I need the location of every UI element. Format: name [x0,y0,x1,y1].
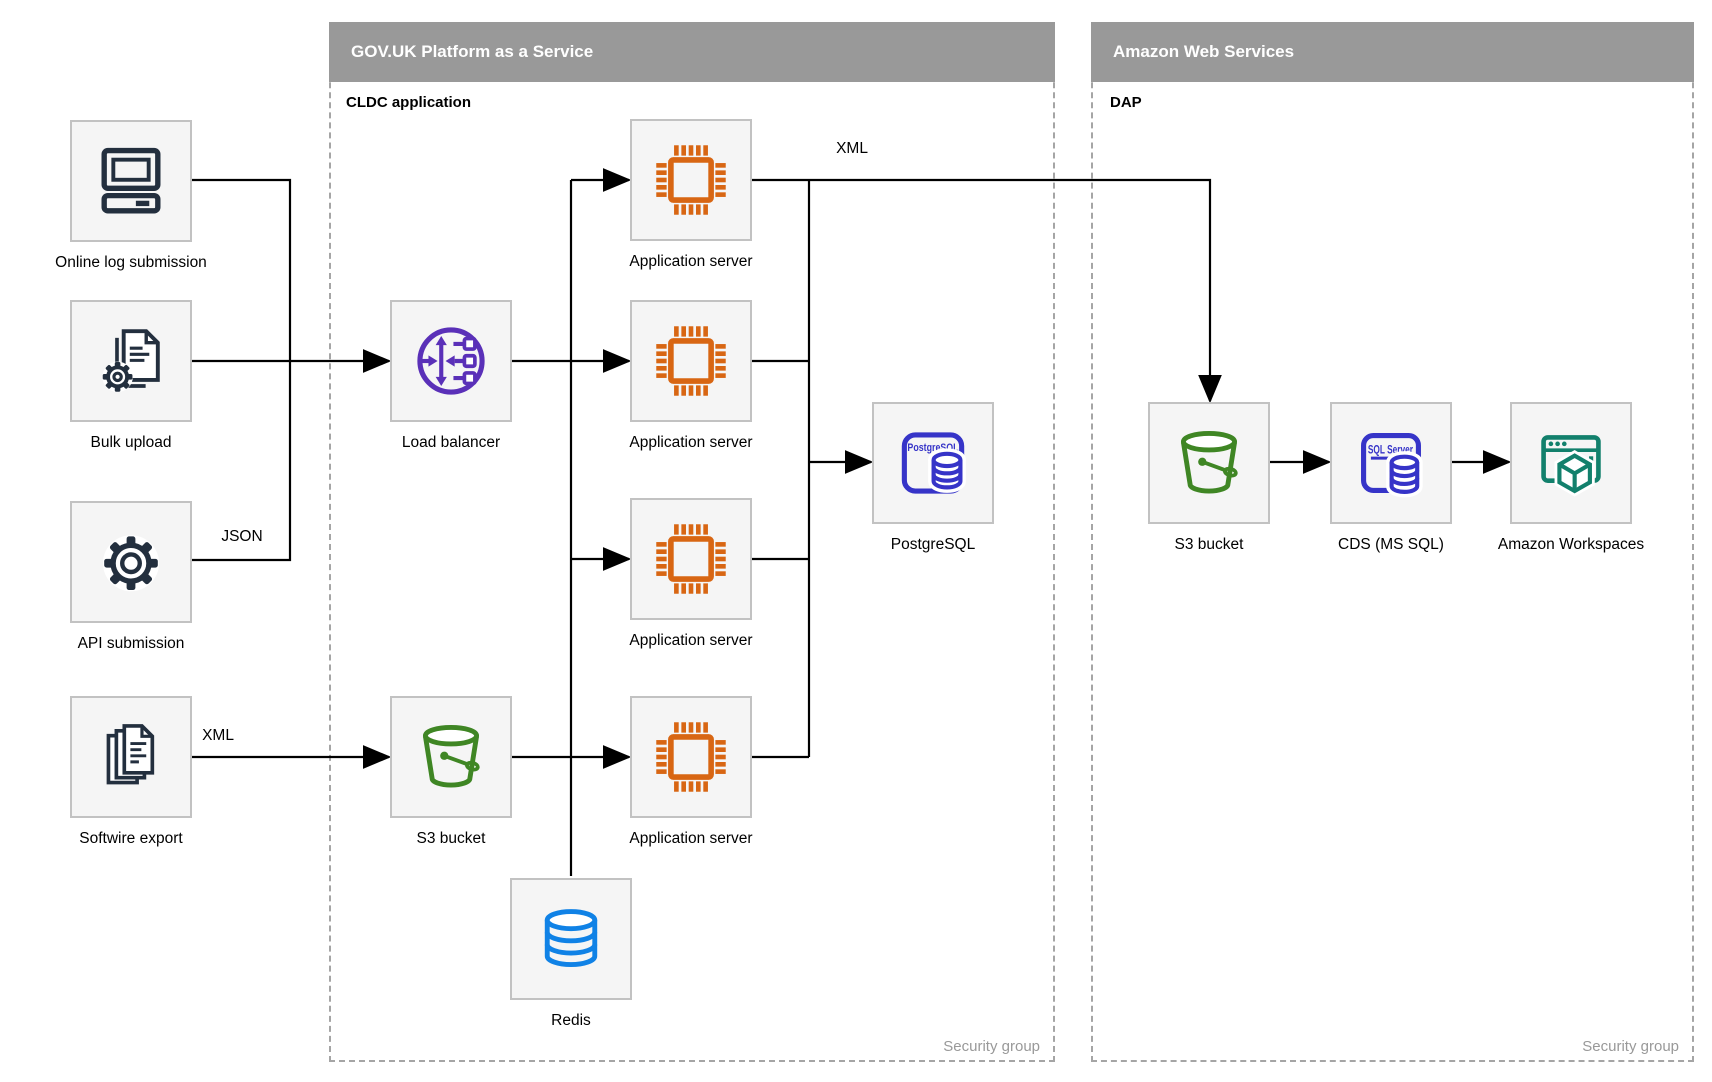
chip-icon [652,520,730,598]
node-label-softwire-export: Softwire export [79,830,183,847]
node-s3-bucket-paas [390,696,512,818]
edge-label-json: JSON [221,528,263,545]
node-label-application-server-4: Application server [629,830,753,847]
node-label-api-submission: API submission [77,635,185,652]
node-label-bulk-upload: Bulk upload [90,434,172,451]
node-cds-ms-sql: SQL Server [1330,402,1452,524]
node-application-server-2 [630,300,752,422]
chip-icon [652,718,730,796]
edge-label-xml-softwire: XML [202,727,234,744]
node-label-cds-ms-sql: CDS (MS SQL) [1338,536,1444,553]
postgresql-icon: PostgreSQL [901,432,966,494]
aws-header: Amazon Web Services [1091,22,1694,82]
aws-container: Amazon Web Services Security group [1091,22,1694,1062]
node-application-server-4 [630,696,752,818]
gear-icon [102,535,160,592]
node-softwire-export [70,696,192,818]
node-application-server-3 [630,498,752,620]
node-postgresql: PostgreSQL [872,402,994,524]
node-api-submission [70,501,192,623]
govuk-paas-header: GOV.UK Platform as a Service [329,22,1055,82]
edge-label-xml-to-aws: XML [836,140,868,157]
s3-bucket-icon [1170,424,1248,502]
sql-server-database-icon: SQL Server [1361,433,1423,498]
node-bulk-upload [70,300,192,422]
cldc-application-label: CLDC application [346,94,472,111]
node-label-application-server-1: Application server [629,253,753,270]
dap-label: DAP [1110,94,1142,111]
node-label-s3-bucket-paas: S3 bucket [416,830,486,847]
node-label-redis: Redis [551,1012,591,1029]
redis-database-icon [544,909,598,968]
node-s3-bucket-aws [1148,402,1270,524]
node-label-load-balancer: Load balancer [401,434,501,451]
govuk-paas-container: GOV.UK Platform as a Service Security gr… [329,22,1055,1062]
s3-bucket-icon [412,718,490,796]
node-load-balancer [390,300,512,422]
load-balancer-icon [417,327,485,395]
node-label-application-server-2: Application server [629,434,753,451]
documents-icon [106,724,155,785]
node-label-online-log-submission: Online log submission [55,254,207,271]
node-label-postgresql: PostgreSQL [890,536,976,553]
node-application-server-1 [630,119,752,241]
chip-icon [652,322,730,400]
node-amazon-workspaces [1510,402,1632,524]
aws-security-group-label: Security group [1582,1038,1679,1055]
amazon-workspaces-icon [1541,435,1601,497]
computer-icon [101,147,161,214]
govuk-security-group-label: Security group [943,1038,1040,1055]
chip-icon [652,141,730,219]
documents-gear-icon [102,329,160,393]
node-online-log-submission [70,120,192,242]
node-label-application-server-3: Application server [629,632,753,649]
node-redis [510,878,632,1000]
node-label-amazon-workspaces: Amazon Workspaces [1497,536,1645,553]
node-label-s3-bucket-aws: S3 bucket [1174,536,1244,553]
